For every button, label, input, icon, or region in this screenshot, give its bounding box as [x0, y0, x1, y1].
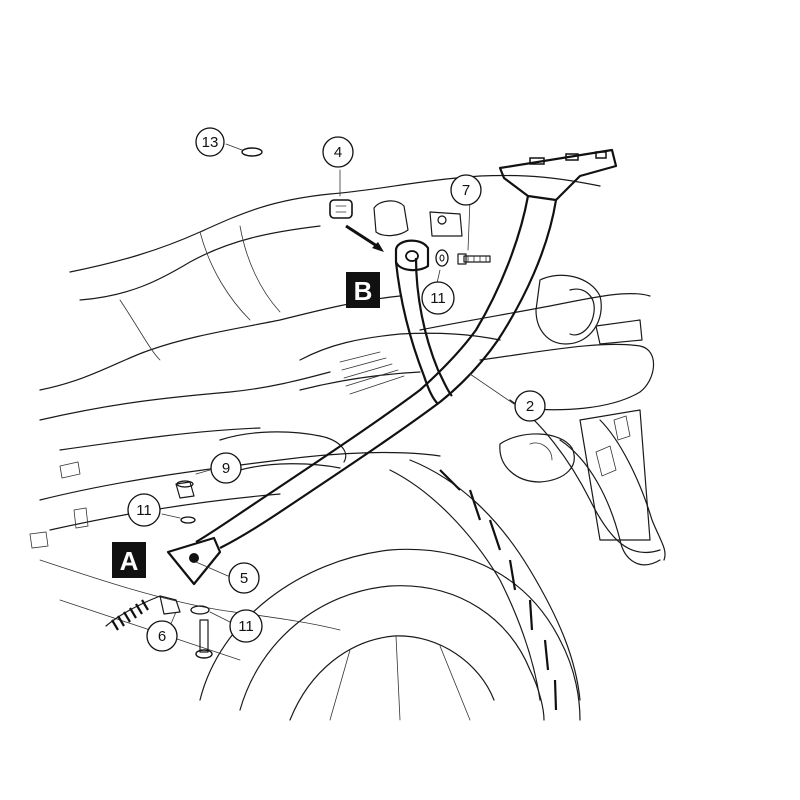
callout-13: 13 — [195, 127, 225, 157]
svg-text:13: 13 — [202, 134, 219, 151]
svg-text:9: 9 — [222, 460, 230, 477]
callout-7: 7 — [450, 174, 482, 206]
svg-text:6: 6 — [158, 628, 166, 645]
svg-text:B: B — [354, 276, 373, 306]
svg-text:A: A — [120, 546, 139, 576]
svg-text:4: 4 — [334, 144, 342, 161]
svg-text:11: 11 — [430, 290, 446, 307]
callout-9: 9 — [210, 452, 242, 484]
callout-11-lower: 11 — [229, 609, 263, 643]
callout-2: 2 — [514, 390, 546, 422]
marker-b: B — [346, 272, 380, 308]
side-panel-vents — [339, 351, 405, 395]
svg-text:11: 11 — [238, 618, 254, 635]
svg-text:5: 5 — [240, 570, 248, 587]
callout-4: 4 — [322, 136, 354, 168]
svg-text:2: 2 — [526, 398, 534, 415]
callout-11-upper: 11 — [421, 281, 455, 315]
rear-wheel — [199, 459, 581, 721]
callout-5: 5 — [228, 562, 260, 594]
motorcycle-outline — [29, 174, 666, 721]
svg-text:11: 11 — [136, 502, 152, 519]
callout-11-left: 11 — [127, 493, 161, 527]
callout-6: 6 — [146, 620, 178, 652]
svg-text:7: 7 — [462, 182, 470, 199]
pannier-rack-frame — [166, 148, 618, 586]
tyre-tread — [439, 469, 558, 711]
marker-a: A — [112, 542, 146, 578]
hardware-parts — [105, 143, 491, 659]
